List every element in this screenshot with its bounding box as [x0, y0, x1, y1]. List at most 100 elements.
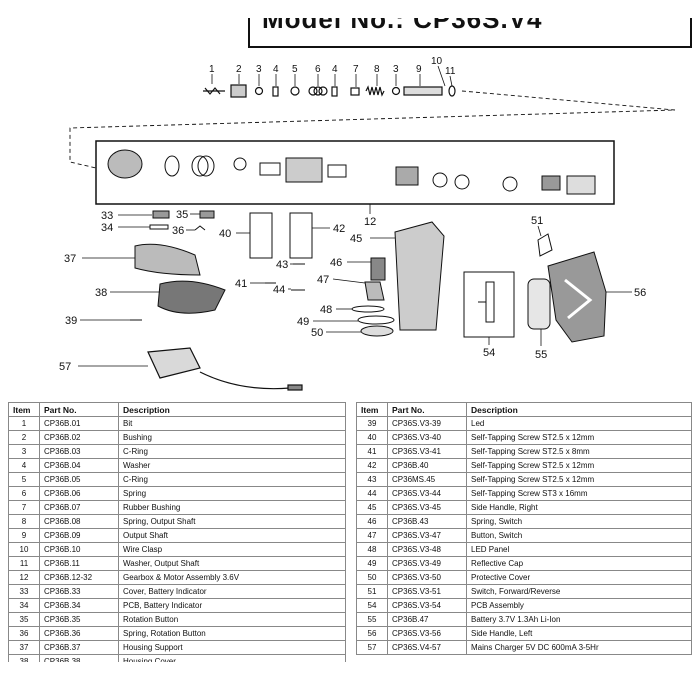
- callout-37: 37: [64, 253, 76, 265]
- cell-part-no: CP36S.V3-44: [387, 486, 467, 501]
- cell-description: Cover, Battery Indicator: [118, 584, 346, 599]
- cell-item: 48: [356, 542, 388, 557]
- cell-description: PCB, Battery Indicator: [118, 598, 346, 613]
- callout-49: 49: [297, 316, 309, 328]
- cell-description: C-Ring: [118, 472, 346, 487]
- part-bit: [203, 87, 225, 95]
- callout-50: 50: [311, 327, 323, 339]
- cell-part-no: CP36B.04: [39, 458, 119, 473]
- cell-item: 6: [8, 486, 40, 501]
- part-output-shaft: [403, 86, 443, 96]
- table-header-row: Item Part No. Description: [8, 402, 346, 417]
- cell-part-no: CP36B.02: [39, 430, 119, 445]
- part-spring: [308, 86, 328, 96]
- callout-3b: 3: [393, 64, 399, 75]
- cell-item: 36: [8, 626, 40, 641]
- cell-part-no: CP36S.V3-49: [387, 556, 467, 571]
- cell-item: 54: [356, 598, 388, 613]
- part-housing-cover: [157, 280, 226, 314]
- dashed-connector: [69, 90, 676, 169]
- part-rotation-spring: [194, 225, 206, 231]
- cell-item: 42: [356, 458, 388, 473]
- cell-part-no: CP36B.47: [387, 612, 467, 627]
- cell-part-no: CP36B.12-32: [39, 570, 119, 585]
- callout-2: 2: [236, 64, 242, 75]
- table-header-row: Item Part No. Description: [356, 402, 692, 417]
- callout-36: 36: [172, 225, 184, 237]
- cell-description: Spring, Switch: [466, 514, 692, 529]
- part-battery: [527, 278, 551, 330]
- cell-part-no: CP36B.07: [39, 500, 119, 515]
- cell-part-no: CP36S.V3-40: [387, 430, 467, 445]
- cell-description: Spring, Output Shaft: [118, 514, 346, 529]
- right-leaders: [488, 225, 632, 346]
- part-switch-button: [364, 281, 385, 301]
- part-washer-1: [272, 86, 279, 97]
- callout-45: 45: [350, 233, 362, 245]
- cell-part-no: CP36B.10: [39, 542, 119, 557]
- cell-item: 37: [8, 640, 40, 655]
- cell-part-no: CP36B.35: [39, 612, 119, 627]
- cell-item: 43: [356, 472, 388, 487]
- screws-40-box: [249, 212, 273, 259]
- cell-part-no: CP36S.V3-47: [387, 528, 467, 543]
- callout-48: 48: [320, 304, 332, 316]
- cell-part-no: CP36B.09: [39, 528, 119, 543]
- cell-item: 50: [356, 570, 388, 585]
- cell-item: 4: [8, 458, 40, 473]
- callout-1: 1: [209, 64, 215, 75]
- cell-part-no: CP36B.34: [39, 598, 119, 613]
- cell-item: 38: [8, 654, 40, 662]
- callout-4a: 4: [273, 64, 279, 75]
- callout-35: 35: [176, 209, 188, 221]
- cell-part-no: CP36S.V3-51: [387, 584, 467, 599]
- part-pcb: [478, 281, 495, 323]
- cell-item: 12: [8, 570, 40, 585]
- callout-33: 33: [101, 210, 113, 222]
- cell-part-no: CP36B.33: [39, 584, 119, 599]
- callout-3a: 3: [256, 64, 262, 75]
- cell-description: Rubber Bushing: [118, 500, 346, 515]
- part-side-handle-left: [547, 251, 607, 343]
- cell-part-no: CP36B.05: [39, 472, 119, 487]
- model-title-box: Model No.: CP36S.V4: [248, 18, 692, 48]
- cell-description: Self-Tapping Screw ST3 x 16mm: [466, 486, 692, 501]
- cell-description: Protective Cover: [466, 570, 692, 585]
- col-part-no-header: Part No.: [39, 402, 119, 417]
- part-switch-spring: [370, 257, 386, 281]
- cell-description: Spring, Rotation Button: [118, 626, 346, 641]
- cell-part-no: CP36S.V4-57: [387, 640, 467, 655]
- cell-item: 33: [8, 584, 40, 599]
- callout-9: 9: [416, 64, 422, 75]
- cell-item: 55: [356, 612, 388, 627]
- part-charger: [147, 347, 303, 391]
- col-part-no-header: Part No.: [387, 402, 467, 417]
- cell-part-no: CP36B.37: [39, 640, 119, 655]
- cell-item: 2: [8, 430, 40, 445]
- cell-item: 56: [356, 626, 388, 641]
- cell-item: 57: [356, 640, 388, 655]
- cell-description: Spring: [118, 486, 346, 501]
- callout-4b: 4: [332, 64, 338, 75]
- callout-44: 44: [273, 284, 285, 296]
- col-item-header: Item: [356, 402, 388, 417]
- right-labels: 51 54 55 56: [483, 215, 646, 361]
